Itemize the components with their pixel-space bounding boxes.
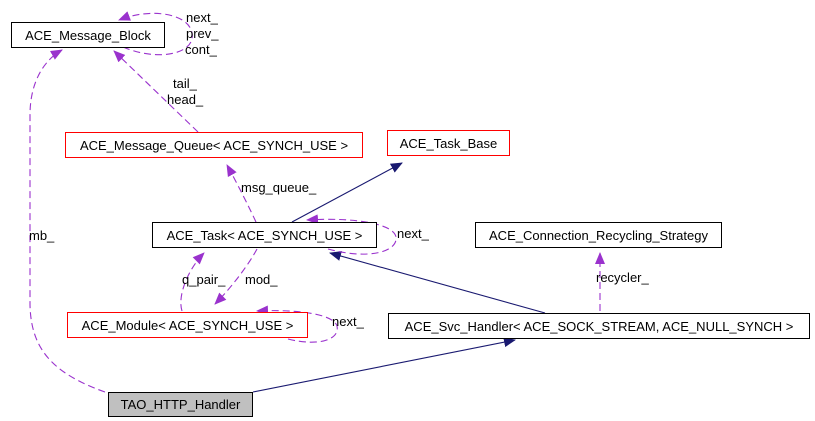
edge-httphandler-uses-msgblock [29,49,106,393]
edge-task-uses-module [214,248,258,305]
edge-label-next-module: next_ [332,314,364,329]
edge-label-mod: mod_ [245,272,278,287]
edge-task-inherits-taskbase [291,162,403,223]
edge-label-head: head_ [167,92,204,107]
edge-label-msg-queue: msg_queue_ [241,180,317,195]
edge-task-self-loop [306,214,397,255]
edge-msgblock-self-loop [118,11,193,56]
edge-label-cont-msgblock: cont_ [185,42,217,57]
edge-module-self-loop [256,305,338,343]
class-node-ace-task-base[interactable]: ACE_Task_Base [387,130,510,156]
edge-svchandler-inherits-task [329,251,546,314]
class-node-tao-http-handler: TAO_HTTP_Handler [108,392,253,417]
edge-module-uses-task [180,252,205,312]
class-node-ace-task[interactable]: ACE_Task< ACE_SYNCH_USE > [152,222,377,248]
class-node-ace-svc-handler[interactable]: ACE_Svc_Handler< ACE_SOCK_STREAM, ACE_NU… [388,313,810,339]
edge-msgqueue-uses-msgblock [113,50,199,133]
edge-task-uses-msgqueue [226,164,257,223]
edge-label-recycler: recycler_ [596,270,649,285]
class-node-ace-message-block[interactable]: ACE_Message_Block [11,22,165,48]
edge-label-next-task: next_ [397,226,429,241]
edge-label-prev-msgblock: prev_ [186,26,219,41]
class-node-ace-connection-recycling-strategy[interactable]: ACE_Connection_Recycling_Strategy [475,222,722,248]
edge-label-mb: mb_ [29,228,55,243]
class-node-ace-module[interactable]: ACE_Module< ACE_SYNCH_USE > [67,312,308,338]
edge-label-next-msgblock: next_ [186,10,218,25]
edge-label-q-pair: q_pair_ [182,272,226,287]
class-node-ace-message-queue[interactable]: ACE_Message_Queue< ACE_SYNCH_USE > [65,132,363,158]
edge-label-tail: tail_ [173,76,197,91]
edge-httphandler-inherits-svchandler [252,337,516,393]
